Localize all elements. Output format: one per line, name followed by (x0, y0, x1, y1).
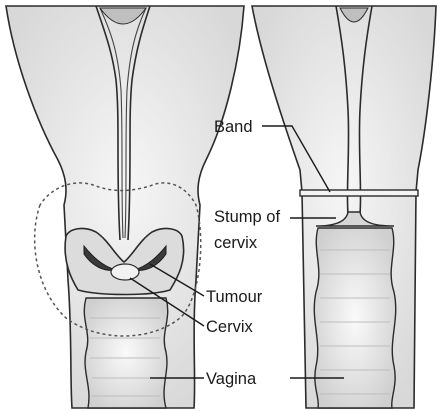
label-stump-line2: cervix (214, 234, 258, 252)
left-vagina (84, 298, 167, 408)
label-vagina: Vagina (206, 370, 257, 388)
right-illustration (252, 6, 436, 408)
left-illustration (6, 6, 244, 408)
label-cervix: Cervix (206, 318, 254, 336)
label-stump-line1: Stump of (214, 208, 280, 226)
band (300, 190, 418, 196)
right-vagina (314, 228, 395, 408)
label-band: Band (214, 118, 253, 136)
cervix-os (111, 264, 139, 280)
label-tumour: Tumour (206, 288, 263, 306)
